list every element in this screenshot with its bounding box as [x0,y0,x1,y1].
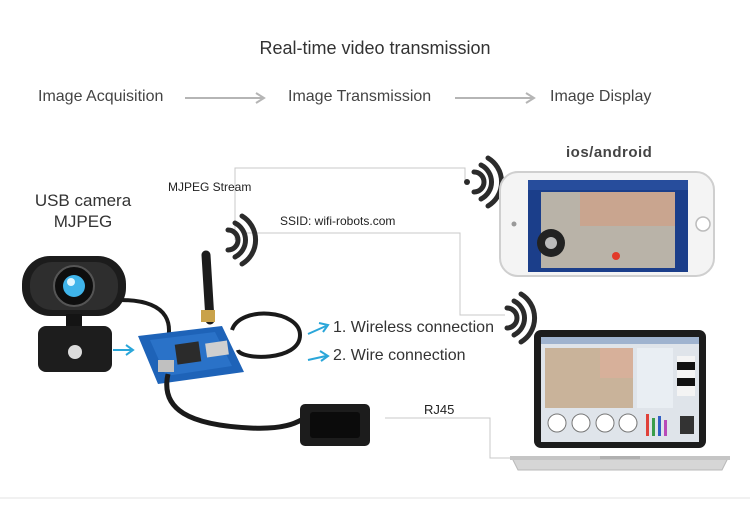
wifi-icon-laptop [504,291,538,345]
phone-label: ios/android [566,144,653,161]
wire-arrow [307,350,330,362]
ssid-line [245,232,505,316]
wireless-arrow [307,322,330,335]
laptop [510,330,730,471]
pipeline-arrow-1 [185,92,266,104]
wifi-icon-phone [464,155,505,209]
step-image-transmission: Image Transmission [288,88,432,105]
mjpeg-stream-line [234,167,466,240]
camera-label: USB camera MJPEG [28,190,138,232]
rj45-line [385,417,512,459]
step-image-acquisition: Image Acquisition [38,88,164,105]
camera-label-line1: USB camera [34,191,132,210]
ssid-label: SSID: wifi-robots.com [280,214,396,228]
rj45-connector [300,404,370,446]
mjpeg-stream-label: MJPEG Stream [168,180,252,194]
router-board [138,250,244,384]
wireless-connection-label: 1. Wireless connection [333,319,494,336]
step-image-display: Image Display [550,88,652,105]
rj45-cable [164,373,307,431]
usb-camera [22,256,126,372]
camera-label-line2: MJPEG [53,212,113,231]
board-cable-loop [230,311,303,359]
rj45-label: RJ45 [424,402,455,417]
smartphone [499,171,715,277]
camera-to-board-arrow [113,344,135,356]
wifi-icon-board [225,213,259,267]
pipeline-arrow-2 [455,92,536,104]
wire-connection-label: 2. Wire connection [333,347,466,364]
page-title: Real-time video transmission [259,38,491,58]
